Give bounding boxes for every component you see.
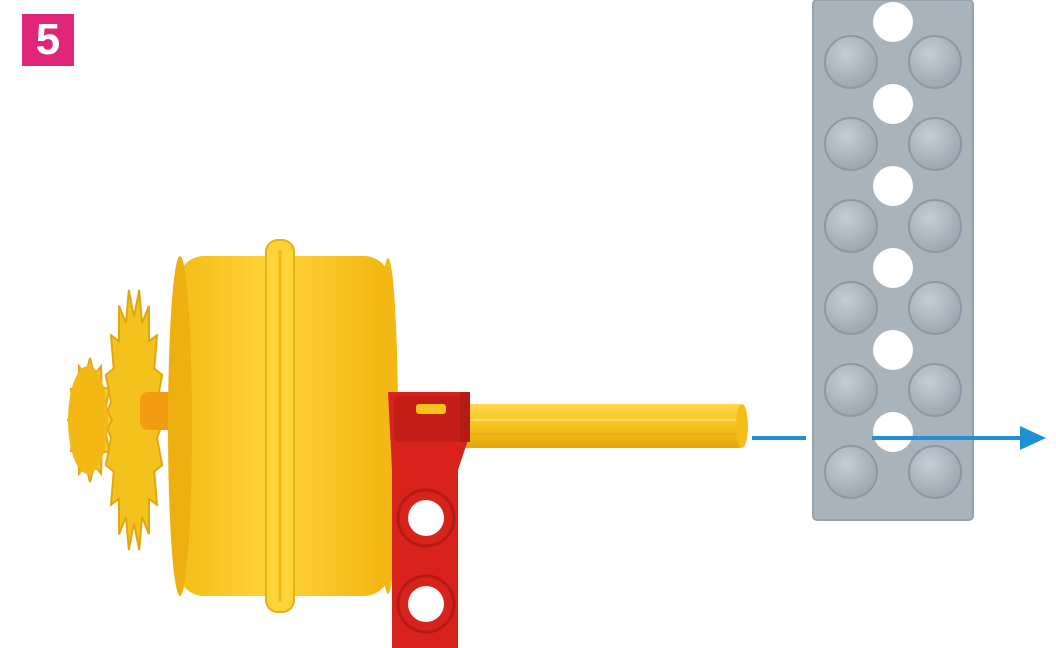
plate-hole (873, 2, 913, 42)
plate-stud (909, 118, 961, 170)
plate-hole (873, 166, 913, 206)
plate-hole (873, 330, 913, 370)
plate-stud (909, 282, 961, 334)
plate-stud (825, 118, 877, 170)
plate-stud (909, 446, 961, 498)
plate-hole (873, 412, 913, 452)
yellow-axle (455, 404, 748, 448)
red-beam (388, 392, 470, 648)
plate-stud (825, 446, 877, 498)
plate-stud (909, 36, 961, 88)
plate-hole (873, 248, 913, 288)
plate-stud (825, 36, 877, 88)
plate-hole (873, 84, 913, 124)
plate-stud (825, 200, 877, 252)
yellow-wheel (168, 240, 398, 612)
plate-stud (825, 364, 877, 416)
plate-stud (825, 282, 877, 334)
plate-stud (909, 200, 961, 252)
plate-stud (909, 364, 961, 416)
